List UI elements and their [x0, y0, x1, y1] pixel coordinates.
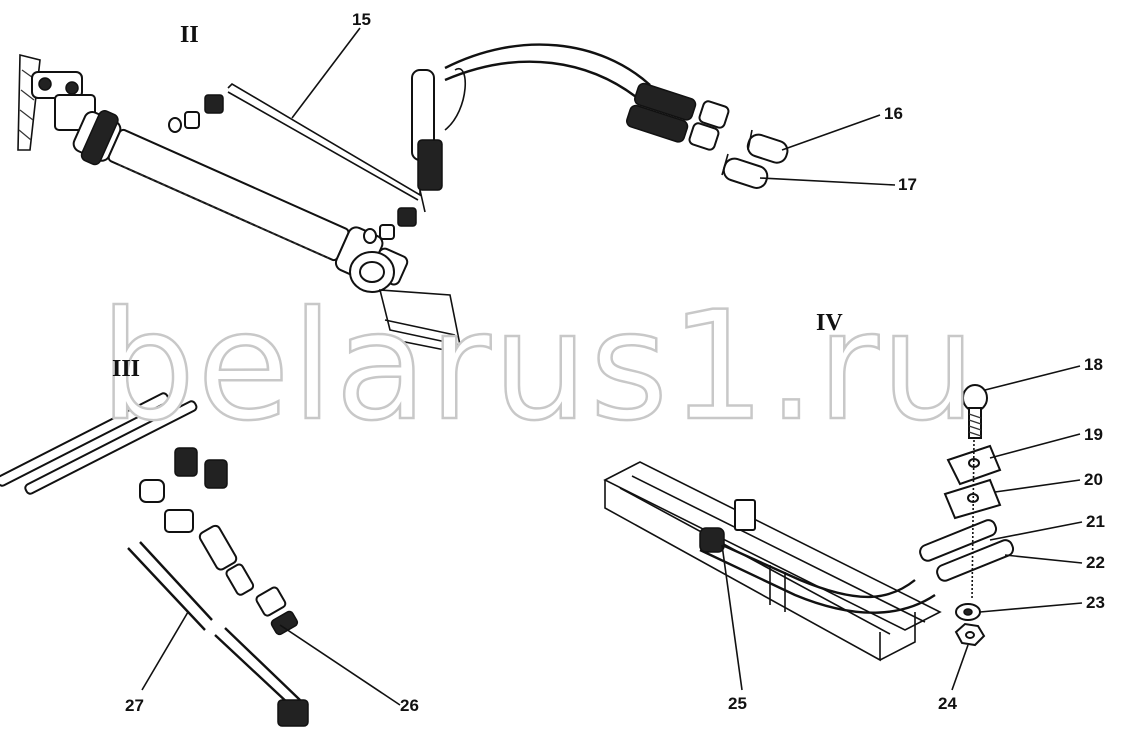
drain-valve: [164, 509, 299, 636]
view-ii-cylinder-assembly: [17, 43, 789, 353]
leader-lines: [141, 27, 1083, 706]
quick-coupler-16: [746, 129, 789, 164]
view-label-iii: III: [112, 356, 140, 382]
callout-26: 26: [400, 696, 419, 715]
view-iv-frame-assembly: [603, 384, 1015, 662]
flexible-hose-lower: [444, 60, 641, 101]
callout-17: 17: [898, 175, 917, 194]
flexible-hose-upper: [444, 43, 651, 86]
callout-24: 24: [938, 694, 957, 713]
view-label-iv: IV: [816, 310, 843, 336]
bent-pipe-outer: [699, 533, 916, 599]
view-iii-rod-assembly: [0, 392, 309, 727]
callout-16: 16: [884, 104, 903, 123]
callout-23: 23: [1086, 593, 1105, 612]
quick-coupler-17: [721, 153, 769, 189]
bolt: [962, 384, 988, 439]
callout-22: 22: [1086, 553, 1105, 572]
callout-25: 25: [728, 694, 747, 713]
callout-18: 18: [1084, 355, 1103, 374]
callout-labels: 15 16 17 18 19 20 21 22 23 24 25 26 27: [125, 10, 1105, 715]
rod-end-eye: [349, 251, 462, 353]
callout-27: 27: [125, 696, 144, 715]
upper-fitting-set: [168, 94, 224, 133]
callout-20: 20: [1084, 470, 1103, 489]
steel-tube: [227, 82, 421, 197]
callout-19: 19: [1084, 425, 1103, 444]
view-label-ii: II: [180, 22, 199, 48]
elbow-connector: [411, 69, 443, 213]
watermark-text: belarus1.ru: [100, 280, 978, 454]
tie-rod: [127, 541, 309, 727]
channel-beam: [603, 461, 942, 631]
hose-couplings: [626, 82, 730, 151]
lower-fitting-set: [363, 207, 417, 244]
callout-21: 21: [1086, 512, 1105, 531]
callout-15: 15: [352, 10, 371, 29]
bent-pipe-inner: [699, 548, 936, 614]
steel-tube-edge: [227, 91, 419, 201]
